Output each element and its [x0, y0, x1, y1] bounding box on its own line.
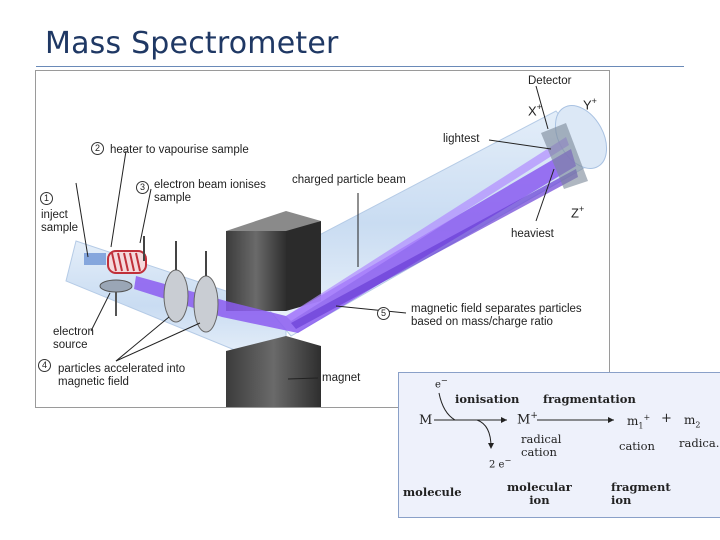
scheme-molecular-ion-charge: +: [530, 411, 538, 421]
scheme-fragment-ion-caption: fragment ion: [611, 480, 671, 507]
label-lightest: lightest: [443, 133, 480, 145]
step-1-marker: 1: [40, 192, 53, 205]
label-y-plus: Y+: [583, 95, 597, 111]
label-particles-accelerated: particles accelerated into magnetic fiel…: [58, 363, 186, 388]
apparatus-illustration: [65, 85, 608, 407]
plate-1: [163, 269, 189, 323]
label-x-plus-charge: +: [536, 102, 542, 112]
beam-heavy-branch: [291, 169, 578, 329]
scheme-m2-letter: m: [684, 413, 696, 427]
label-electron-beam: electron beam ionises sample: [154, 179, 266, 204]
scheme-molecule-caption: molecule: [403, 485, 462, 499]
label-detector: Detector: [528, 75, 572, 87]
title-divider: [36, 66, 684, 67]
scheme-electron-in-symbol: e: [435, 379, 441, 391]
label-magnetic-field: magnetic field separates particles based…: [411, 303, 582, 328]
electron-in-curve: [438, 392, 456, 421]
label-heater: heater to vapourise sample: [110, 144, 249, 156]
scheme-radical-cation: radical cation: [521, 432, 562, 459]
label-inject-sample: inject sample: [41, 209, 79, 234]
scheme-m2-index: 2: [695, 420, 701, 430]
scheme-cation: cation: [619, 439, 655, 453]
scheme-m1: m1+: [627, 413, 650, 430]
label-x-plus: X+: [528, 101, 542, 117]
sample-inlet: [84, 253, 106, 265]
heater-coil: [107, 250, 147, 274]
label-heaviest: heaviest: [511, 228, 554, 240]
scheme-m2: m2: [684, 413, 700, 429]
label-z-plus: Z+: [571, 203, 584, 219]
step-4-marker: 4: [38, 359, 51, 372]
label-x-plus-letter: X: [528, 103, 537, 119]
scheme-two-electrons-charge: −: [504, 455, 512, 465]
label-z-plus-charge: +: [578, 204, 585, 214]
scheme-electron-in-charge: −: [440, 375, 448, 385]
scheme-two-electrons-text: 2 e: [489, 459, 505, 471]
scheme-m1-letter: m: [627, 414, 639, 428]
scheme-fragmentation-label: fragmentation: [543, 392, 636, 406]
label-z-plus-letter: Z: [571, 205, 579, 221]
scheme-radical: radica.: [679, 436, 720, 450]
scheme-two-electrons: 2 e−: [489, 455, 511, 470]
step-3-marker: 3: [136, 181, 149, 194]
slide-title: Mass Spectrometer: [45, 26, 339, 61]
step-2-marker: 2: [91, 142, 104, 155]
label-electron-source: electron source: [53, 326, 94, 351]
step-5-marker: 5: [377, 307, 390, 320]
scheme-ionisation-label: ionisation: [455, 392, 520, 406]
scheme-electron-in: e−: [435, 375, 448, 390]
scheme-arrows: [434, 392, 614, 449]
scheme-m1-index: 1: [638, 421, 644, 431]
scheme-molecular-ion-symbol: M+: [517, 411, 538, 427]
electron-out-curve: [476, 419, 492, 448]
detector: [541, 123, 588, 189]
mass-spectrometer-diagram: Detector X+ Y+ Z+ lightest heaviest heat…: [35, 70, 610, 408]
scheme-molecular-ion-letter: M: [517, 412, 531, 428]
magnet-body: [226, 231, 286, 311]
scheme-molecule-symbol: M: [419, 413, 433, 428]
electron-source: [99, 279, 133, 293]
scheme-molecular-ion-caption: molecular ion: [507, 480, 572, 507]
label-y-plus-charge: +: [591, 96, 597, 106]
scheme-plus-sign: +: [661, 411, 672, 426]
scheme-m1-charge: +: [643, 413, 651, 422]
beam-light-branch: [286, 137, 569, 321]
label-charged-beam: charged particle beam: [292, 174, 406, 186]
magnet-side: [286, 221, 321, 311]
label-magnet: magnet: [322, 372, 361, 384]
label-y-plus-letter: Y: [583, 97, 592, 113]
leader-lines: [75, 85, 555, 380]
fragmentation-scheme: e− ionisation fragmentation M M+ m1+ + m…: [398, 372, 720, 518]
magnet-lower: [226, 336, 321, 407]
